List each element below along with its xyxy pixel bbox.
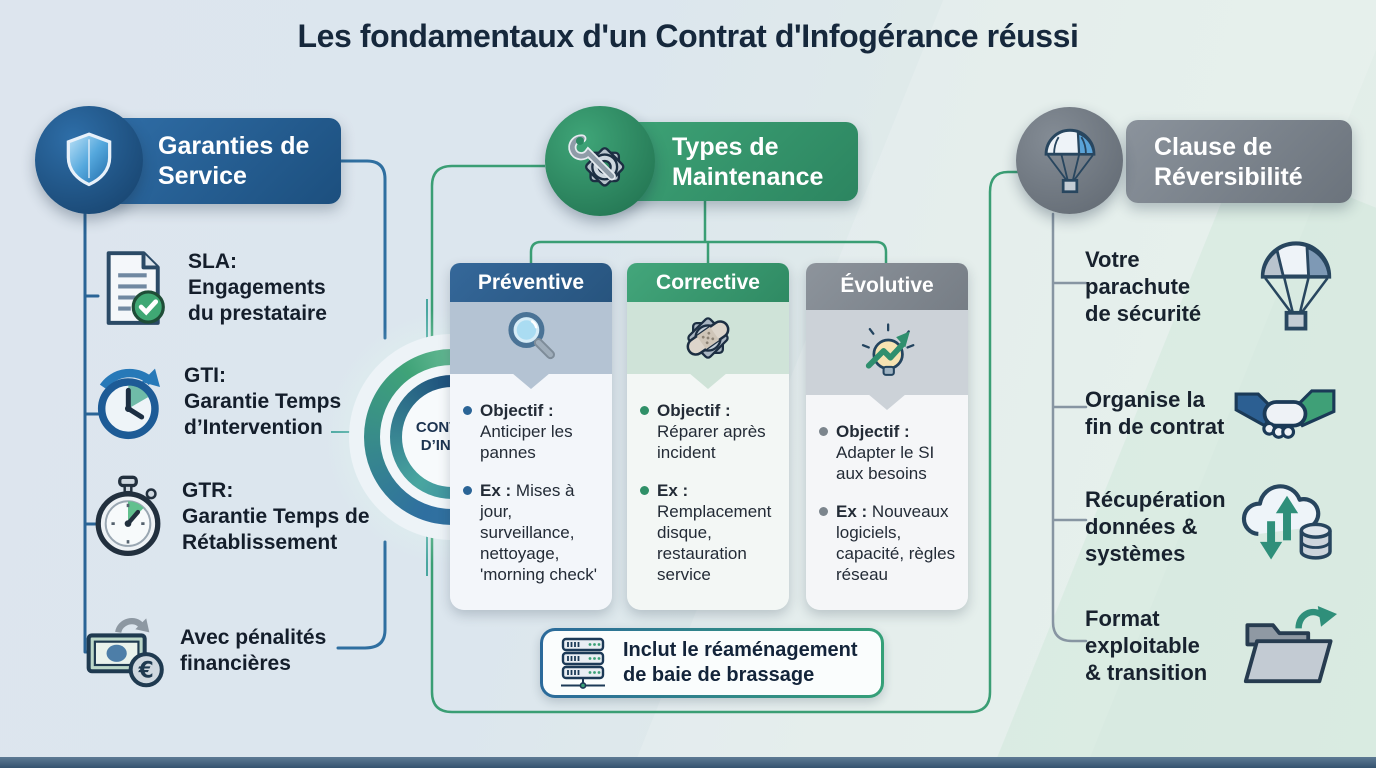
card-corrective-band — [627, 302, 789, 374]
document-check-icon — [92, 246, 176, 330]
section-header-reversibilite: Clause de Réversibilité — [1126, 120, 1352, 203]
garanties-header-badge — [35, 106, 143, 214]
item-text: & transition — [1085, 660, 1208, 685]
reversibilite-title-line1: Clause de — [1154, 132, 1273, 161]
item-text: fin de contrat — [1085, 414, 1225, 439]
item-text: systèmes — [1085, 540, 1186, 566]
item-text: Rétablissement — [182, 531, 338, 554]
reversibilite-item-recuperation: Récupération données & systèmes — [1085, 483, 1337, 569]
folder-transfer-icon — [1241, 605, 1337, 686]
note-line1: Inclut le réaménagement — [623, 639, 858, 661]
item-text: d’Intervention — [184, 416, 323, 439]
card-preventive-body: Objectif : Anticiper les pannes Ex : Mis… — [450, 374, 612, 610]
item-text: Organise la — [1085, 387, 1205, 412]
item-text: Avec pénalités — [180, 626, 327, 649]
svg-text:€: € — [138, 658, 154, 683]
card-evolutive-band — [806, 309, 968, 395]
brassage-note: Inclut le réaménagement de baie de brass… — [540, 628, 884, 698]
card-preventive-title: Préventive — [450, 263, 612, 303]
parachute-icon — [1044, 128, 1095, 193]
reversibilite-title-line2: Réversibilité — [1154, 162, 1303, 191]
shield-icon — [66, 132, 112, 187]
item-text: Votre — [1085, 246, 1140, 272]
reversibilite-item-format: Format exploitable & transition — [1085, 605, 1337, 686]
banknote-euro-icon: € — [84, 612, 168, 690]
item-text: Récupération — [1085, 486, 1226, 512]
reversibilite-header-badge — [1016, 107, 1123, 214]
gear-bandage-icon — [686, 317, 730, 359]
bulb-growth-icon — [861, 323, 915, 377]
bullet-exemple: Ex : Remplacement disque, restauration s… — [640, 480, 779, 585]
magnifier-icon — [508, 312, 555, 360]
item-term: SLA: — [188, 250, 237, 273]
gear-wrench-icon — [568, 134, 625, 187]
section-header-garanties: Garanties de Service — [108, 118, 341, 204]
item-text: Garantie Temps — [184, 390, 342, 413]
garanties-title-line2: Service — [158, 162, 247, 190]
footer-bar — [0, 757, 1376, 768]
cloud-database-icon — [1237, 483, 1337, 569]
bullet-exemple: Ex : Mises à jour, surveillance, nettoya… — [463, 480, 602, 585]
card-corrective-title: Corrective — [627, 263, 789, 303]
bullet-objectif: Objectif : Adapter le SI aux besoins — [819, 421, 958, 484]
card-corrective: Corrective — [627, 263, 789, 610]
card-corrective-body: Objectif : Réparer après incident Ex : R… — [627, 374, 789, 610]
item-text: financières — [180, 652, 291, 675]
page-title: Les fondamentaux d'un Contrat d'Infogéra… — [297, 18, 1079, 54]
bullet-objectif: Objectif : Anticiper les pannes — [463, 400, 602, 463]
garantie-item-gtr: GTR: Garantie Temps de Rétablissement — [86, 474, 370, 560]
card-evolutive: Évolutive Objectif : Adapter le SI aux b… — [806, 263, 968, 610]
item-text: parachute — [1085, 273, 1191, 299]
item-text: de sécurité — [1085, 300, 1202, 326]
item-text: exploitable — [1085, 633, 1200, 658]
garantie-item-penalites: € Avec pénalités financières — [84, 612, 326, 690]
maintenance-title-line1: Types de — [672, 132, 779, 161]
reversibilite-item-parachute: Votre parachute de sécurité — [1085, 240, 1337, 332]
stopwatch-icon — [86, 474, 170, 560]
card-preventive: Préventive Objectif : Anticiper les pann… — [450, 263, 612, 610]
item-text: Engagements — [188, 276, 326, 299]
bullet-exemple: Ex : Nouveaux logiciels, capacité, règle… — [819, 501, 958, 585]
item-text: données & — [1085, 513, 1198, 539]
item-text: Garantie Temps de — [182, 505, 370, 528]
card-preventive-band — [450, 302, 612, 374]
garantie-item-gti: GTI: Garantie Temps d’Intervention — [88, 362, 341, 442]
maintenance-title-line2: Maintenance — [672, 162, 824, 191]
note-line2: de baie de brassage — [623, 664, 815, 686]
parachute-icon — [1241, 240, 1337, 332]
server-rack-icon — [561, 637, 605, 689]
reversibilite-item-fin-contrat: Organise la fin de contrat — [1085, 378, 1337, 448]
item-term: GTR: — [182, 479, 234, 502]
garantie-item-sla: SLA: Engagements du prestataire — [92, 246, 327, 330]
bullet-objectif: Objectif : Réparer après incident — [640, 400, 779, 463]
maintenance-header-badge — [545, 106, 655, 216]
item-text: du prestataire — [188, 302, 327, 325]
garanties-title-line1: Garanties de — [158, 132, 310, 160]
card-evolutive-body: Objectif : Adapter le SI aux besoins Ex … — [806, 395, 968, 610]
item-text: Format — [1085, 606, 1160, 631]
item-term: GTI: — [184, 364, 226, 387]
card-evolutive-title: Évolutive — [806, 263, 968, 310]
handshake-icon — [1233, 378, 1337, 448]
clock-rotation-icon — [88, 362, 172, 442]
